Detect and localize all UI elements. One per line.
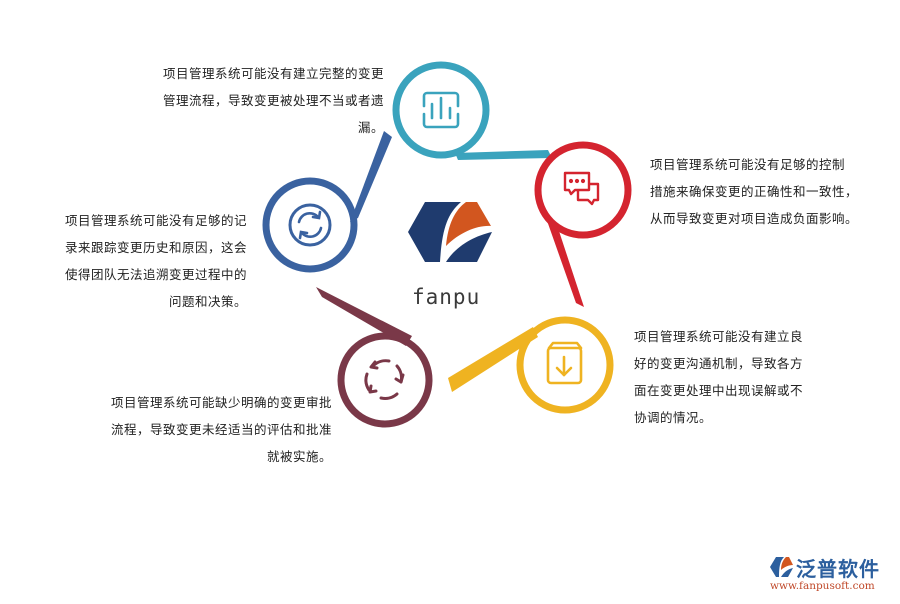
node-blue-text: 项目管理系统可能没有足够的记 录来跟踪变更历史和原因，这会 使得团队无法追溯变更… <box>50 207 247 315</box>
text-line: 项目管理系统可能没有建立良 <box>634 329 804 344</box>
text-line: 面在变更处理中出现误解或不 <box>634 383 804 398</box>
text-line: 措施来确保变更的正确性和一致性， <box>650 184 859 199</box>
node-red <box>534 141 632 307</box>
fanpu-logo-icon <box>408 202 492 262</box>
text-line: 就被实施。 <box>266 449 332 464</box>
text-line: 漏。 <box>357 120 384 135</box>
bar-chart-icon <box>422 91 460 129</box>
watermark-url: www.fanpusoft.com <box>770 580 875 592</box>
text-line: 好的变更沟通机制，导致各方 <box>634 356 804 371</box>
node-yellow <box>448 316 614 414</box>
text-line: 管理流程，导致变更被处理不当或者遗 <box>162 93 384 108</box>
text-line: 项目管理系统可能没有足够的控制 <box>650 157 846 172</box>
sync-circle-icon <box>288 203 332 247</box>
node-teal <box>392 61 552 160</box>
node-blue <box>262 131 392 273</box>
fanpu-watermark-logo-icon <box>770 557 793 577</box>
text-line: 项目管理系统可能没有建立完整的变更 <box>162 66 384 81</box>
text-line: 从而导致变更对项目造成负面影响。 <box>650 211 859 226</box>
node-maroon-text: 项目管理系统可能缺少明确的变更审批 流程，导致变更未经适当的评估和批准 就被实施… <box>88 389 332 470</box>
text-line: 录来跟踪变更历史和原因，这会 <box>64 240 247 255</box>
watermark-name: 泛普软件 <box>796 557 880 581</box>
text-line: 流程，导致变更未经适当的评估和批准 <box>110 422 332 437</box>
download-box-icon <box>546 341 583 385</box>
node-red-text: 项目管理系统可能没有足够的控制 措施来确保变更的正确性和一致性， 从而导致变更对… <box>650 151 890 232</box>
node-teal-text: 项目管理系统可能没有建立完整的变更 管理流程，导致变更被处理不当或者遗 漏。 <box>140 60 384 141</box>
text-line: 项目管理系统可能缺少明确的变更审批 <box>110 395 332 410</box>
text-line: 项目管理系统可能没有足够的记 <box>64 213 247 228</box>
text-line: 使得团队无法追溯变更过程中的 <box>64 267 247 282</box>
center-brand-word: fanpu <box>412 285 481 309</box>
refresh-arrows-icon <box>364 359 405 400</box>
text-line: 问题和决策。 <box>168 294 247 309</box>
watermark: 泛普软件 www.fanpusoft.com <box>768 553 896 597</box>
text-line: 协调的情况。 <box>634 410 713 425</box>
node-maroon <box>316 287 433 428</box>
node-yellow-text: 项目管理系统可能没有建立良 好的变更沟通机制，导致各方 面在变更处理中出现误解或… <box>634 323 834 431</box>
chat-bubbles-icon <box>563 171 600 206</box>
